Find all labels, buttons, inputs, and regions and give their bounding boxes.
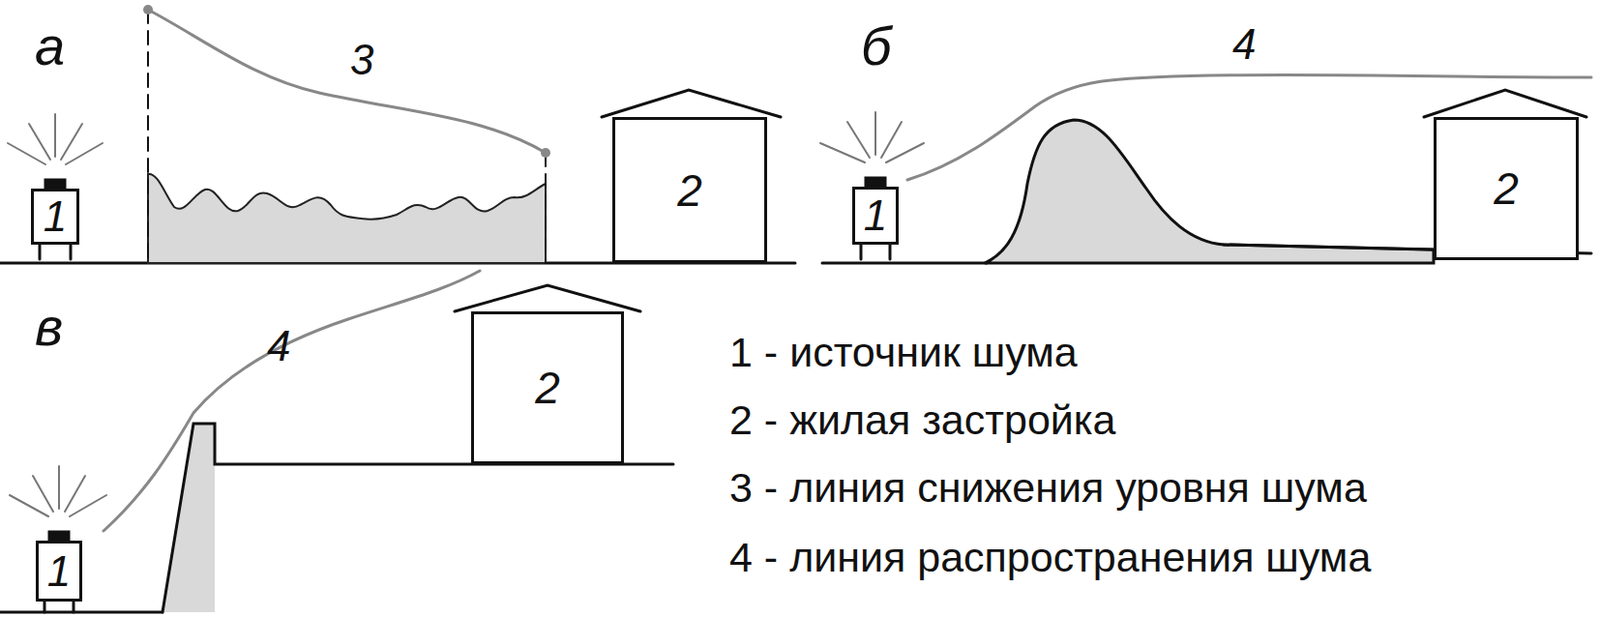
legend-entry: 3 - линия снижения уровня шума (729, 467, 1367, 509)
building-box: 2 (1433, 117, 1579, 261)
legend-entry: 1 - источник шума (729, 331, 1078, 374)
callout-number: 4 (1232, 23, 1256, 66)
node-number: 1 (43, 195, 67, 238)
building-box: 2 (612, 117, 768, 264)
node-number: 1 (47, 550, 71, 593)
panel-letter: в (34, 299, 63, 355)
noise-source-box: 1 (35, 540, 83, 602)
node-number: 2 (1493, 166, 1519, 211)
panel-letter: б (860, 19, 892, 74)
noise-source-box: 1 (852, 186, 899, 245)
node-number: 2 (534, 365, 561, 411)
node-number: 2 (677, 168, 703, 213)
panel-letter: а (34, 19, 65, 74)
building-box: 2 (471, 311, 624, 465)
noise-source-box: 1 (30, 188, 80, 245)
callout-number: 3 (350, 38, 374, 82)
node-number: 1 (863, 194, 888, 238)
callout-number: 4 (266, 325, 291, 368)
legend-entry: 4 - линия распространения шума (729, 536, 1371, 579)
legend-entry: 2 - жилая застройка (729, 399, 1117, 442)
